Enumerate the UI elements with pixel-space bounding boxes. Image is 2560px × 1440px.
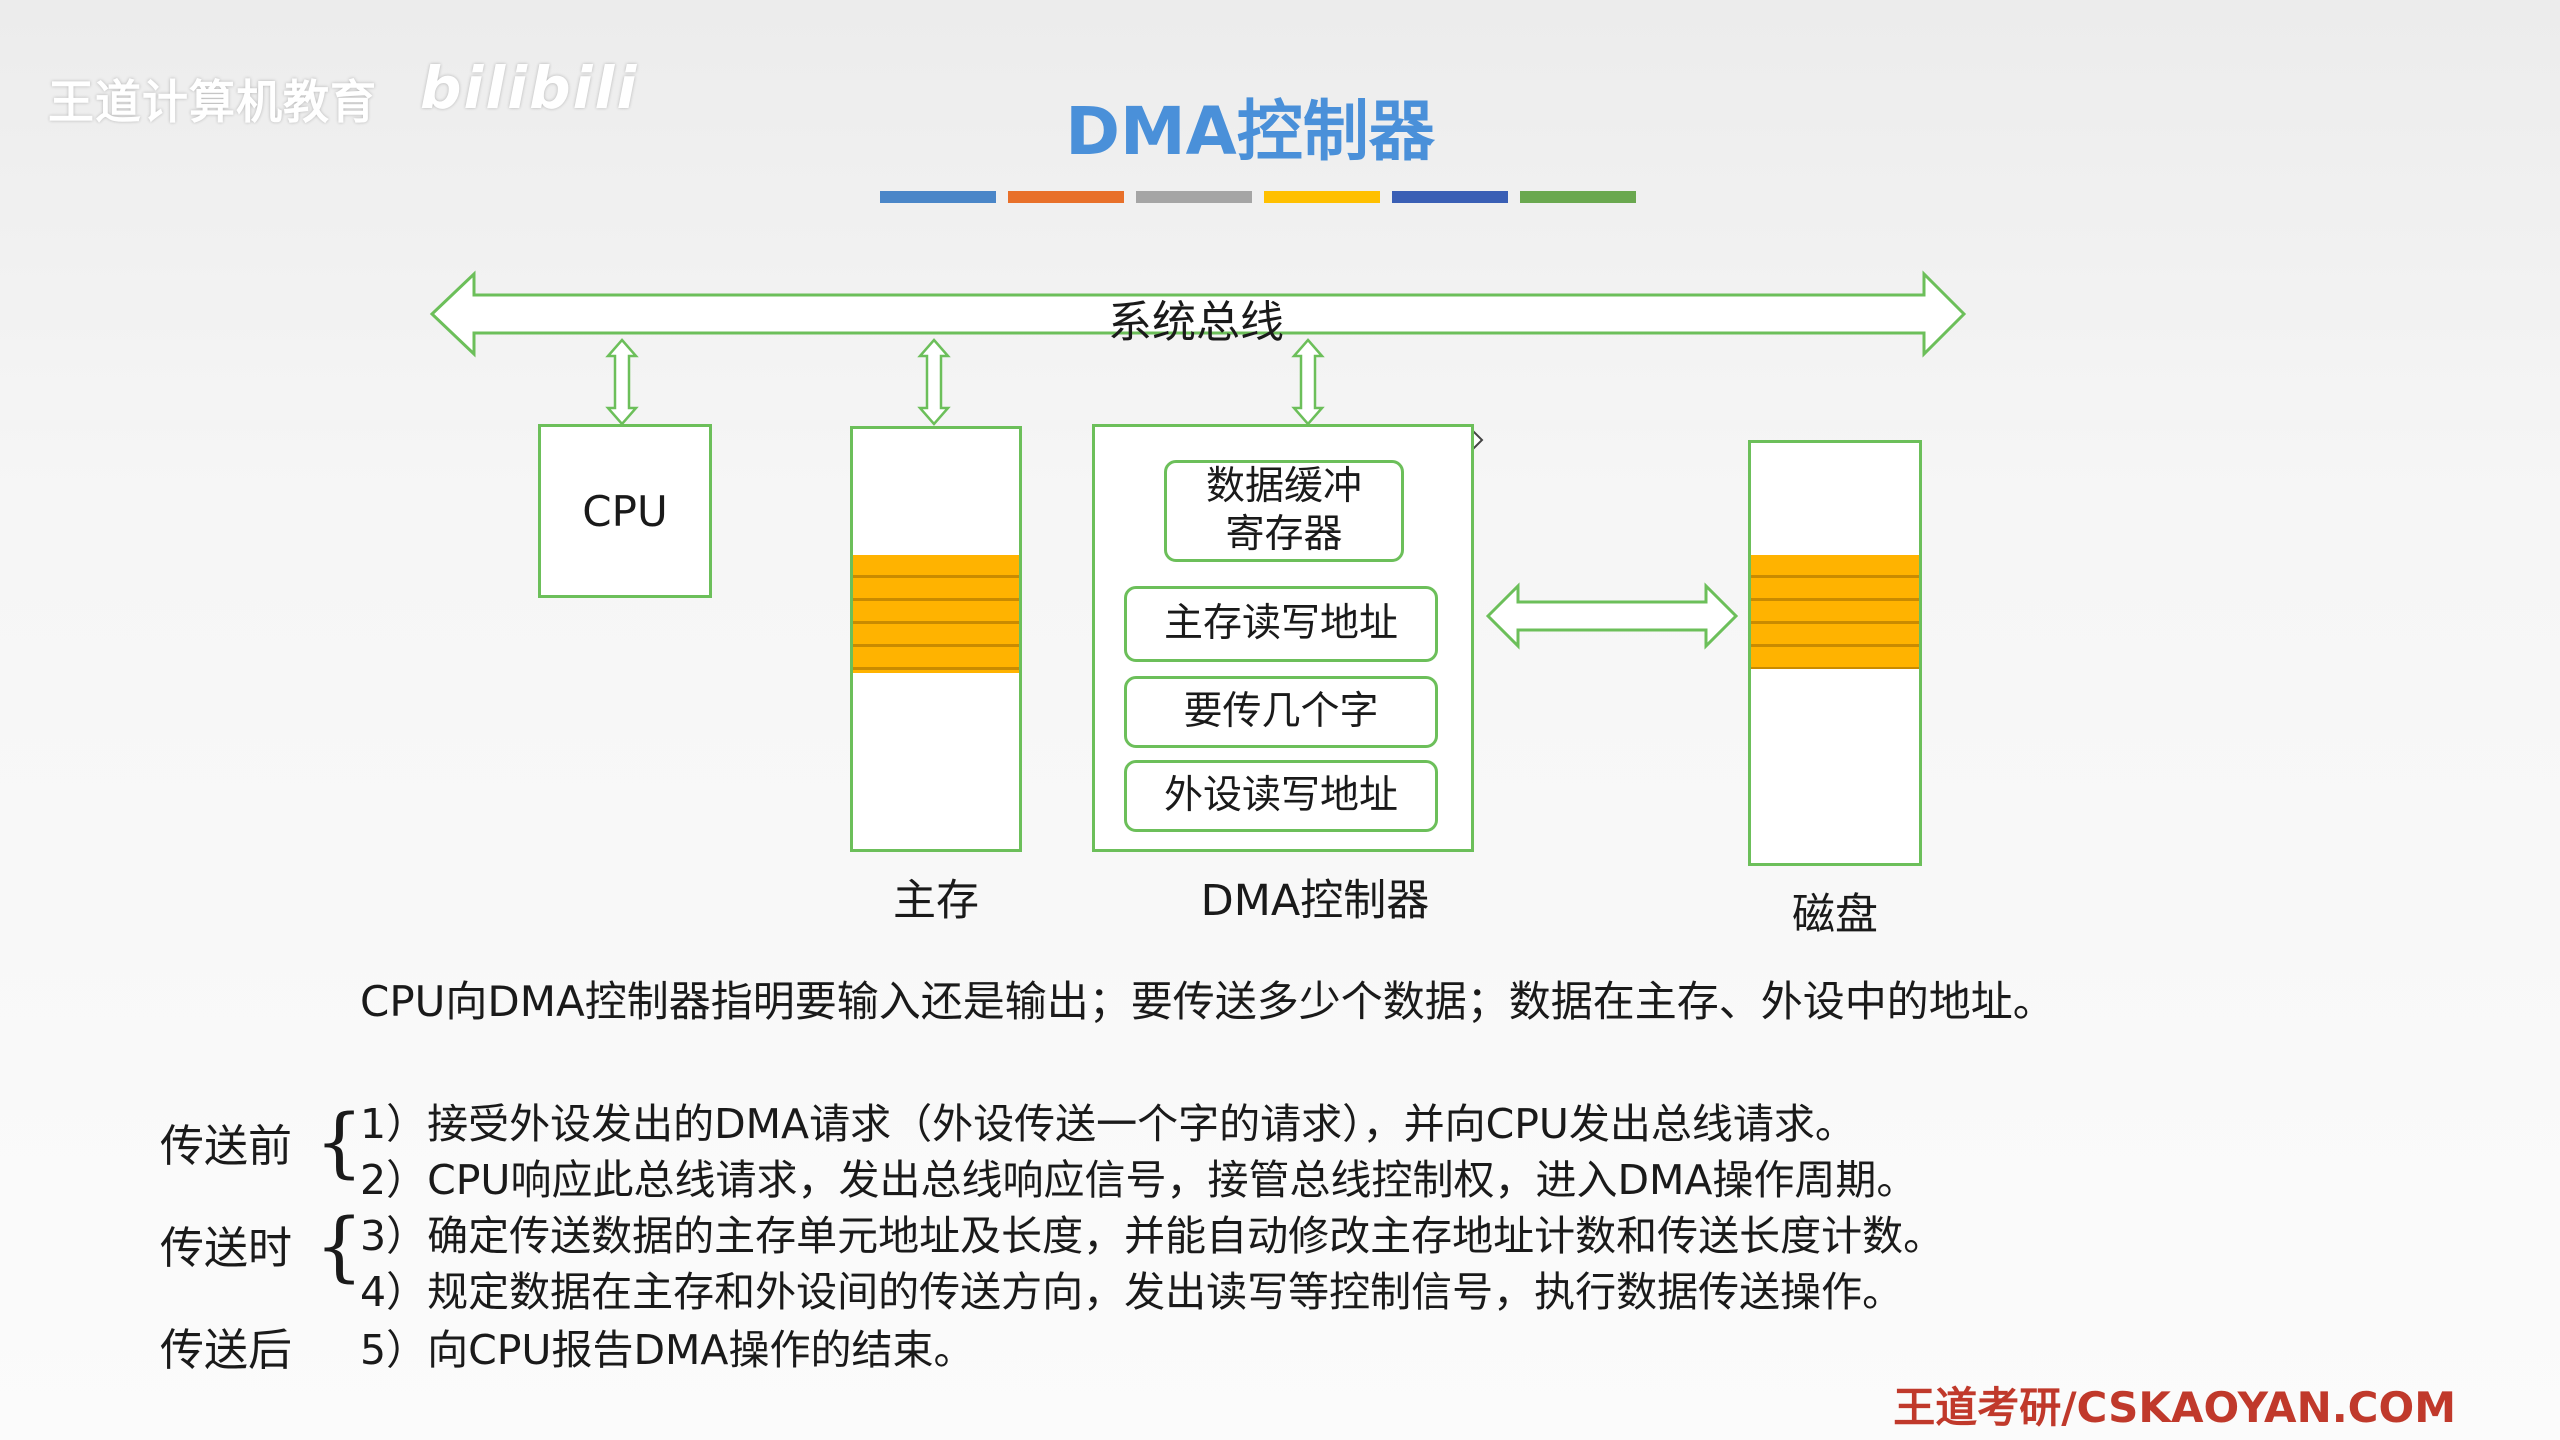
disk-data-block [1751,555,1919,669]
cpu-label: CPU [582,486,668,536]
color-bar-3 [1136,191,1252,203]
disk-label: 磁盘 [1792,890,1878,940]
disk-box [1748,440,1922,866]
step-3: 3）确定传送数据的主存单元地址及长度，并能自动修改主存地址计数和传送长度计数。 [360,1212,1945,1260]
color-bar-strip [880,191,1636,203]
memory-bus-connector [917,338,951,426]
device-address-register-label: 外设读写地址 [1163,773,1398,818]
stage-after-label: 传送后 [160,1325,292,1376]
device-address-register: 外设读写地址 [1124,760,1438,832]
during-brace: { [315,1201,364,1290]
step-2: 2）CPU响应此总线请求，发出总线响应信号，接管总线控制权，进入DMA操作周期。 [360,1156,1918,1204]
dma-bus-connector [1291,338,1325,426]
cpu-box: CPU [538,424,712,598]
dma-diagram: 系统总线 CPU 主存 数据缓冲 寄存器 主存读写地址 要传几个字 外设读写地址… [429,270,1967,940]
memory-address-register-label: 主存读写地址 [1163,601,1398,646]
cpu-bus-connector [605,338,639,426]
bus-and-connectors [429,270,1967,650]
stage-during-label: 传送时 [160,1223,292,1274]
slide-title: DMA控制器 [1065,93,1435,170]
data-buffer-register-label: 数据缓冲 寄存器 [1205,464,1362,557]
color-bar-5 [1392,191,1508,203]
cpu-instruction-sentence: CPU向DMA控制器指明要输入还是输出；要传送多少个数据；数据在主存、外设中的地… [360,977,2055,1026]
dma-controller-label: DMA控制器 [1200,876,1430,926]
footer-brand: 王道考研/CSKAOYAN.COM [1893,1383,2456,1432]
step-4: 4）规定数据在主存和外设间的传送方向，发出读写等控制信号，执行数据传送操作。 [360,1268,1904,1316]
color-bar-6 [1520,191,1636,203]
word-count-register-label: 要传几个字 [1183,689,1379,734]
data-buffer-register: 数据缓冲 寄存器 [1164,460,1404,562]
dma-disk-arrow [1485,582,1739,650]
memory-data-block [853,555,1019,673]
main-memory-label: 主存 [893,876,979,926]
before-brace: { [315,1097,364,1186]
stage-before-label: 传送前 [160,1121,292,1172]
system-bus-arrow [429,270,1967,358]
bilibili-logo: bilibili [420,54,639,122]
step-1: 1）接受外设发出的DMA请求（外设传送一个字的请求），并向CPU发出总线请求。 [360,1100,1856,1148]
main-memory-box [850,426,1022,852]
word-count-register: 要传几个字 [1124,676,1438,748]
color-bar-1 [880,191,996,203]
memory-address-register: 主存读写地址 [1124,586,1438,662]
system-bus-label: 系统总线 [1108,297,1284,348]
color-bar-4 [1264,191,1380,203]
watermark-text: 王道计算机教育 [48,75,377,129]
step-5: 5）向CPU报告DMA操作的结束。 [360,1326,975,1374]
color-bar-2 [1008,191,1124,203]
